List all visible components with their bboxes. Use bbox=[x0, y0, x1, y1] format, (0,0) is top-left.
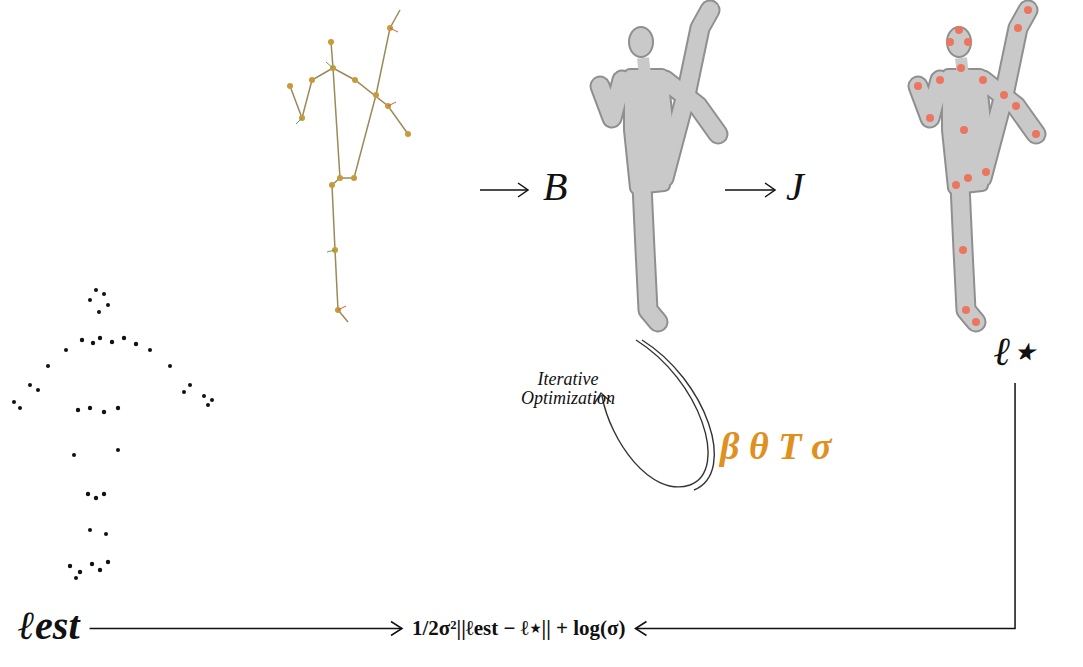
math-symbol: ℓ⋆ bbox=[990, 326, 1040, 377]
node-text: ℓest bbox=[18, 602, 80, 649]
loop-label: Iterative Optimization bbox=[508, 370, 628, 408]
body-mesh bbox=[600, 10, 718, 322]
function-symbol: J bbox=[786, 163, 804, 210]
connector-arrow bbox=[90, 622, 402, 636]
node-text: 1/2σ²||ℓest − ℓ⋆|| + log(σ) bbox=[412, 616, 625, 641]
point-cloud bbox=[12, 288, 214, 580]
math-symbol: ℓest bbox=[14, 600, 84, 651]
connector-arrow bbox=[635, 383, 1015, 636]
body-mesh-joints bbox=[914, 6, 1040, 326]
node-text: ℓ⋆ bbox=[994, 328, 1036, 375]
skeleton bbox=[287, 10, 411, 322]
loop-arrow bbox=[594, 340, 714, 490]
loss-formula: 1/2σ²||ℓest − ℓ⋆|| + log(σ) bbox=[408, 614, 629, 643]
function-symbol: B bbox=[543, 163, 567, 210]
parameter-list: β θ T σ bbox=[720, 424, 831, 468]
